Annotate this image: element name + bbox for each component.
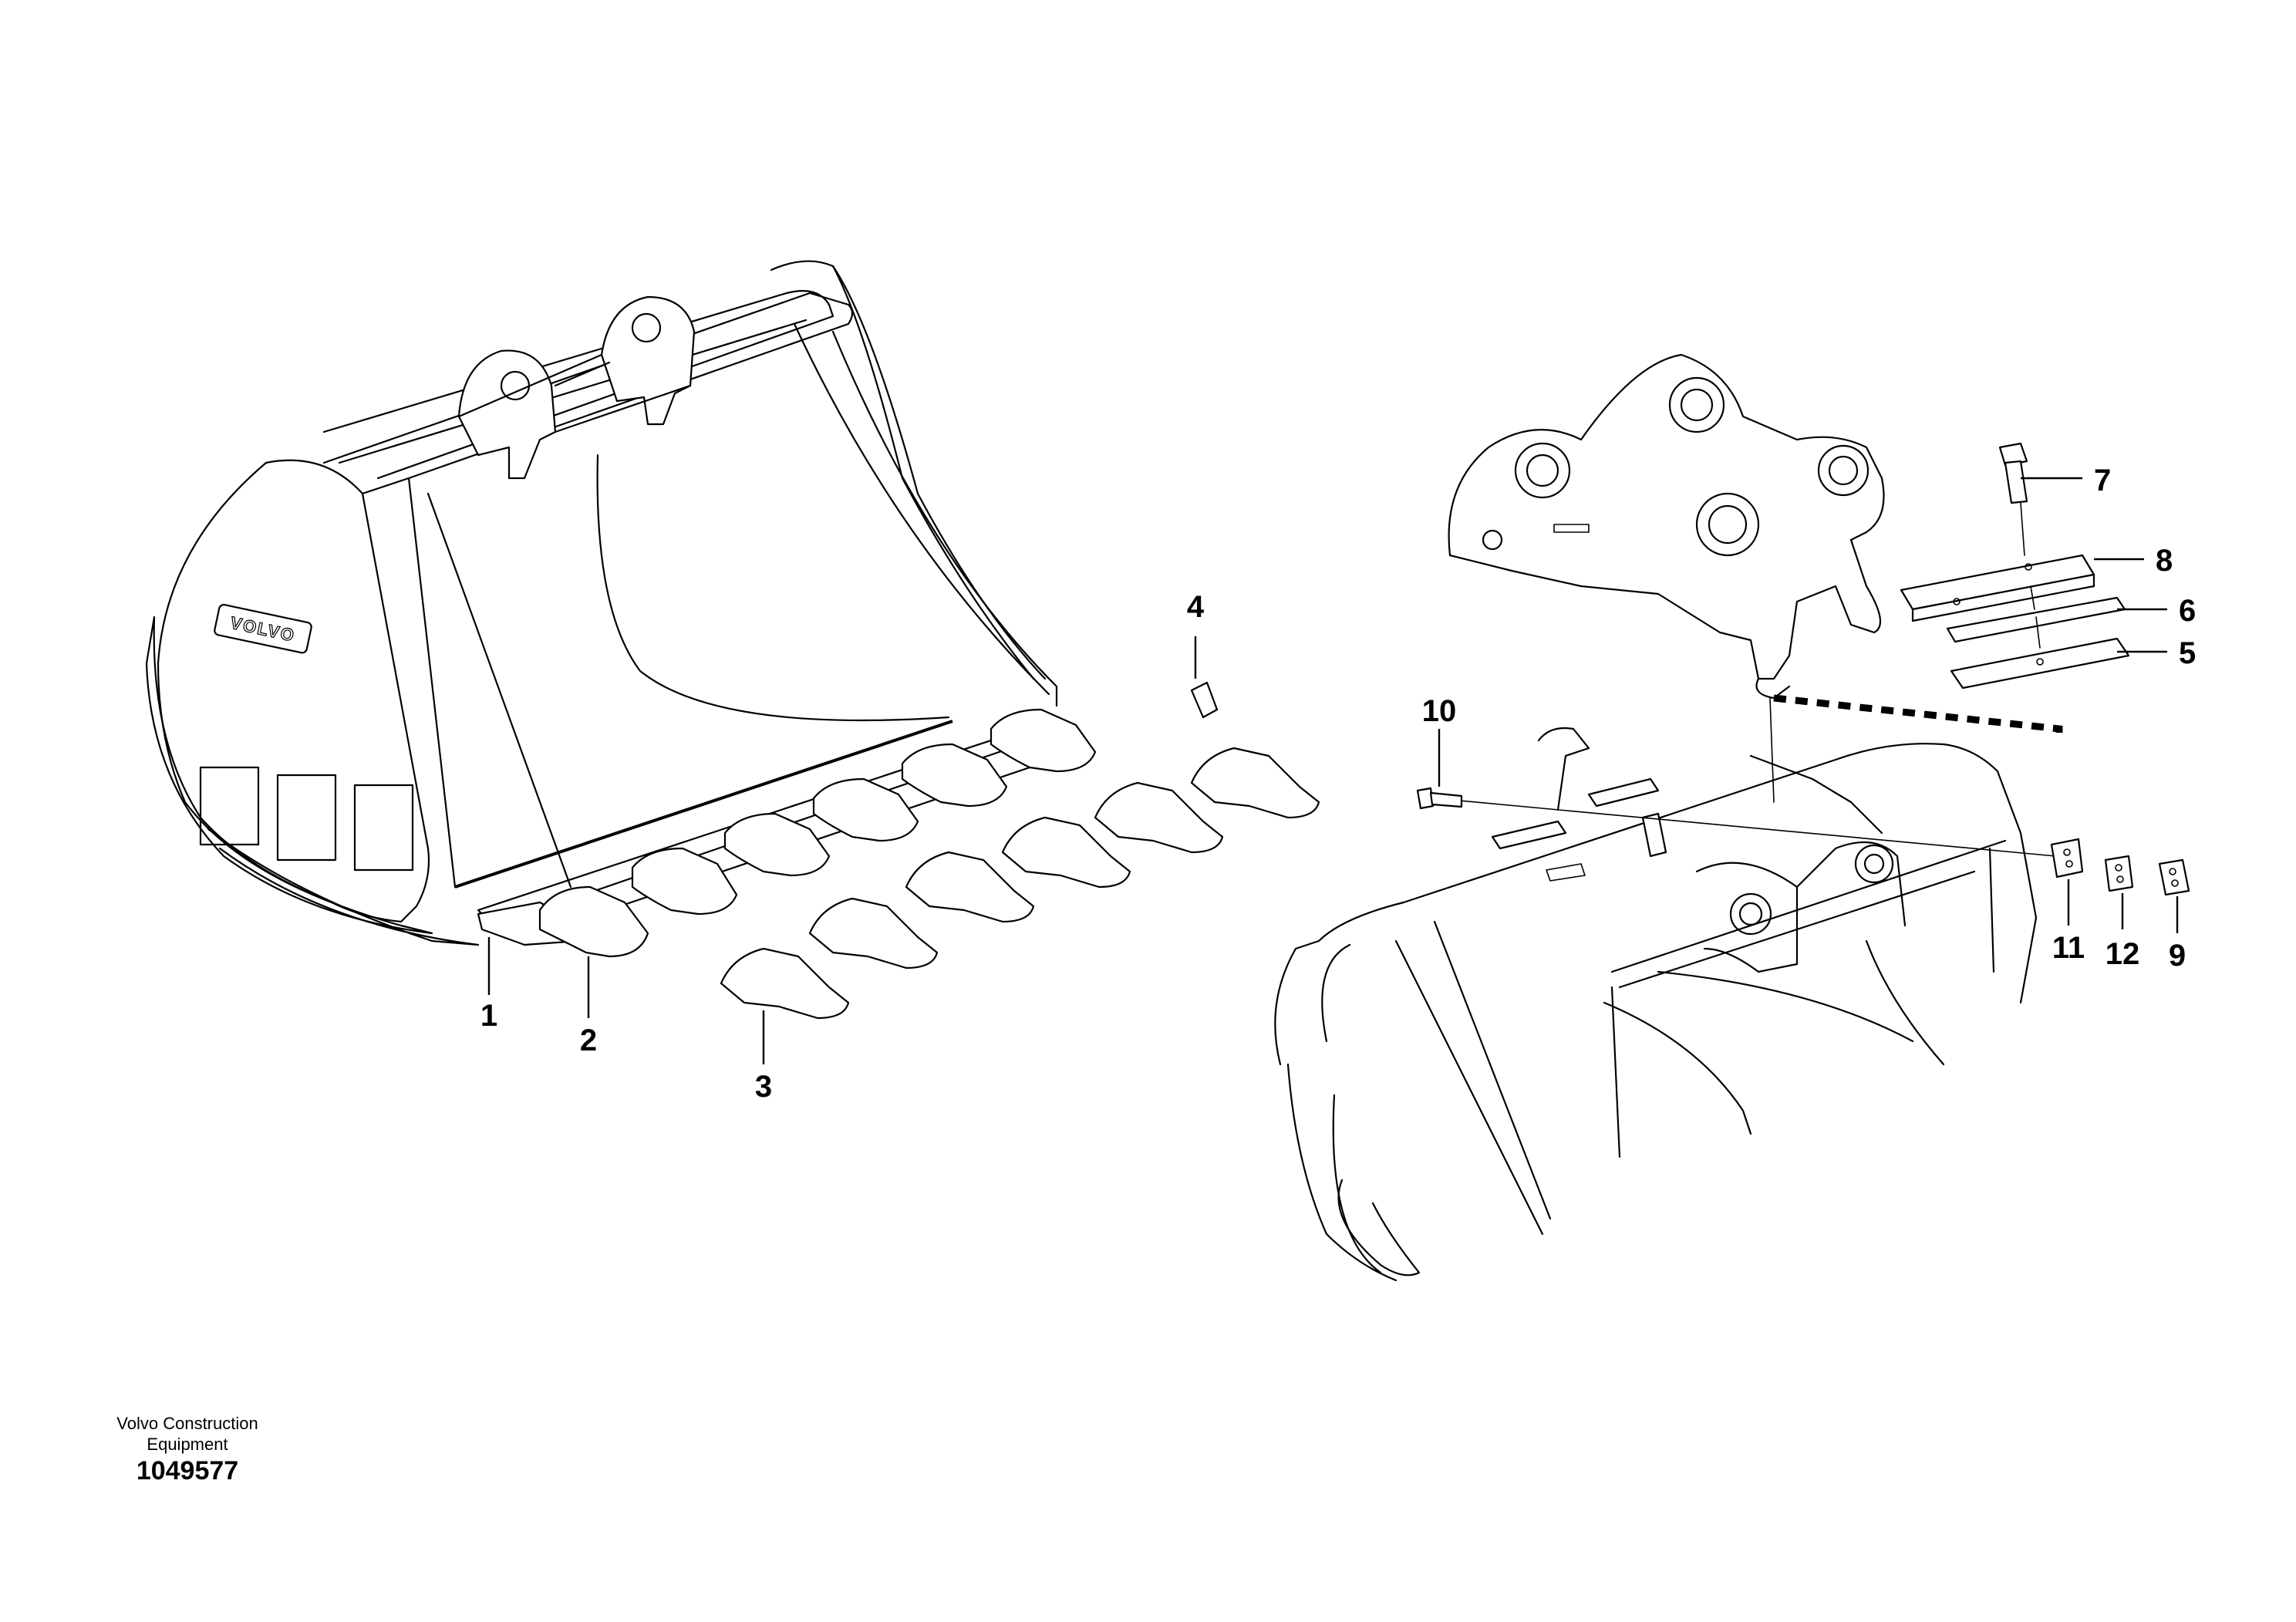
drawing-number: 1049577 [136, 1456, 239, 1485]
callout-11: 11 [2052, 931, 2085, 965]
retainer-pin [1190, 681, 1219, 719]
bucket-inner-bowl [596, 454, 950, 722]
bolt-part-10 [1416, 787, 1463, 810]
bucket-side-wear-strip [145, 615, 433, 935]
callout-3: 3 [755, 1070, 772, 1104]
callout-4: 4 [1187, 590, 1205, 624]
callout-7: 7 [2094, 464, 2111, 497]
bucket-top-tube [322, 290, 834, 480]
bucket-assembly: VOLVO [145, 260, 1320, 1020]
mounting-indicator-dashed [1773, 694, 2063, 733]
washer-plate-11 [2050, 838, 2084, 878]
bucket-front-frame [322, 292, 854, 495]
coupler-assembly [1274, 353, 2190, 1282]
bucket-cutting-edge [454, 720, 953, 889]
bucket-mounting-ears [457, 295, 696, 480]
bucket-teeth [720, 747, 1320, 1020]
footer-company-line2: Equipment [147, 1435, 228, 1454]
callout-1: 1 [480, 999, 497, 1033]
bucket-side-window [199, 766, 260, 846]
callout-2: 2 [580, 1023, 597, 1057]
washer-plate-12 [2104, 855, 2134, 892]
footer-company: Volvo Construction Equipment [91, 1413, 284, 1455]
coupler-bracket [1448, 353, 1885, 680]
callouts: 1 2 3 4 5 6 7 8 9 10 11 12 [480, 464, 2196, 1104]
tooth-adapters [538, 708, 1097, 958]
washer-plate-9 [2158, 858, 2190, 896]
bolt-axis-line [1434, 798, 2056, 857]
shim-part-5 [1950, 637, 2130, 690]
callout-6: 6 [2179, 594, 2196, 628]
callout-8: 8 [2156, 544, 2173, 578]
footer-company-line1: Volvo Construction [116, 1414, 258, 1433]
callout-10: 10 [1422, 694, 1457, 728]
volvo-logo-plate: VOLVO [214, 603, 312, 654]
rear-bucket-body [1274, 743, 2038, 1066]
bolt-part-7 [1998, 442, 2028, 556]
callout-9: 9 [2169, 939, 2186, 973]
callout-5: 5 [2179, 636, 2196, 670]
bucket-side-plate [157, 459, 430, 923]
callout-12: 12 [2106, 937, 2140, 971]
